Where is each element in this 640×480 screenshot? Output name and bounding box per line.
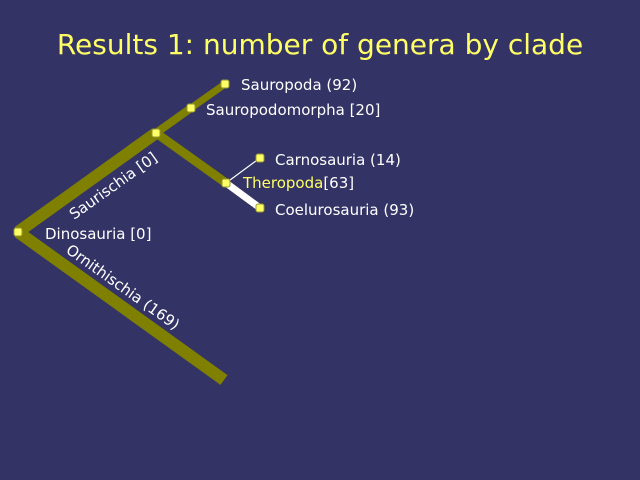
label-theropoda-name: Theropoda bbox=[242, 174, 323, 192]
branch-coelurosauria bbox=[223, 180, 263, 211]
label-theropoda-count: [63] bbox=[323, 174, 354, 192]
branch-theropoda bbox=[153, 129, 229, 187]
label-sauropodomorpha: Sauropodomorpha [20] bbox=[206, 101, 380, 119]
label-coelurosauria: Coelurosauria (93) bbox=[275, 201, 414, 219]
label-theropoda: Theropoda[63] bbox=[242, 174, 354, 192]
node-sauropodomorpha bbox=[186, 103, 196, 113]
label-sauropoda: Sauropoda (92) bbox=[241, 76, 357, 94]
branch-carnosauria bbox=[225, 157, 261, 184]
branch-ornithischia bbox=[14, 227, 228, 385]
branch-sauropodomorpha bbox=[153, 104, 194, 137]
label-ornithischia: Ornithischia (169) bbox=[63, 241, 183, 334]
node-dinosauria bbox=[13, 227, 23, 237]
label-dinosauria: Dinosauria [0] bbox=[45, 225, 151, 243]
node-carnosauria bbox=[255, 153, 265, 163]
branch-sauropoda bbox=[188, 81, 228, 111]
label-carnosauria: Carnosauria (14) bbox=[275, 151, 401, 169]
node-coelurosauria bbox=[255, 203, 265, 213]
slide-title: Results 1: number of genera by clade bbox=[56, 28, 584, 61]
node-saurischia bbox=[151, 128, 161, 138]
node-theropoda bbox=[221, 178, 231, 188]
node-sauropoda bbox=[220, 79, 230, 89]
branch-saurischia bbox=[14, 128, 160, 237]
